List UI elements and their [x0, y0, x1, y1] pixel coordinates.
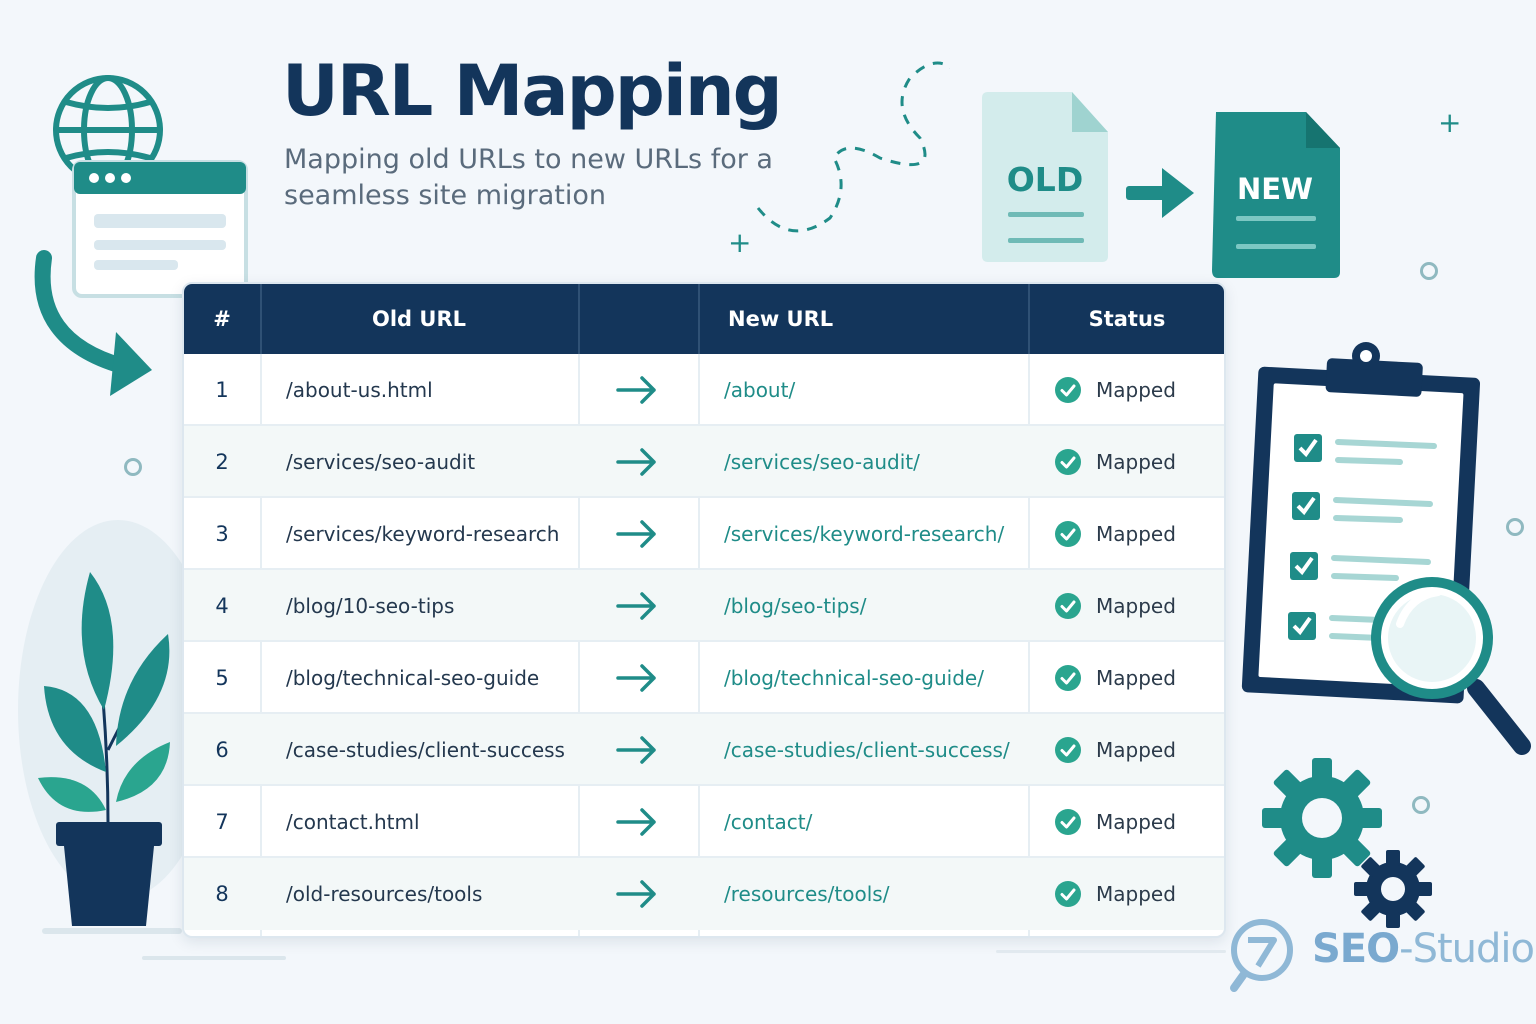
status-badge: Mapped: [1054, 426, 1224, 498]
new-document-icon: [1212, 112, 1340, 278]
arrow-right-icon: [616, 354, 658, 426]
right-arrow-icon: [1126, 168, 1194, 218]
circle-decoration: [1412, 796, 1430, 814]
table-row[interactable]: 1 /about-us.html /about/ Mapped: [184, 354, 1224, 426]
old-url: /services/seo-audit: [286, 450, 476, 474]
new-url-link[interactable]: /blog/technical-seo-guide/: [724, 666, 984, 690]
old-document-label: OLD: [1006, 160, 1084, 199]
url-mapping-table: # Old URL New URL Status 1 /about-us.htm…: [182, 282, 1226, 938]
old-document-icon: [982, 92, 1108, 262]
table-row[interactable]: 5 /blog/technical-seo-guide /blog/techni…: [184, 642, 1224, 714]
table-row[interactable]: 2 /services/seo-audit /services/seo-audi…: [184, 426, 1224, 498]
status-badge: Mapped: [1054, 642, 1224, 714]
new-url-link[interactable]: /blog/seo-tips/: [724, 594, 867, 618]
arrow-right-icon: [616, 498, 658, 570]
table-header: # Old URL New URL Status: [184, 284, 1224, 354]
status-badge: Mapped: [1054, 858, 1224, 930]
dashed-path-decoration: [756, 61, 950, 233]
table-row[interactable]: 6 /case-studies/client-success /case-stu…: [184, 714, 1224, 786]
page-subtitle: Mapping old URLs to new URLs for a seaml…: [284, 144, 773, 211]
new-url-link[interactable]: /services/keyword-research/: [724, 522, 1005, 546]
arrow-right-icon: [616, 786, 658, 858]
check-circle-icon: [1055, 809, 1081, 835]
page-title: URL Mapping: [282, 50, 783, 132]
arrow-right-icon: [616, 570, 658, 642]
table-row[interactable]: 7 /contact.html /contact/ Mapped: [184, 786, 1224, 858]
status-label: Mapped: [1096, 378, 1176, 402]
new-document-label: NEW: [1236, 172, 1314, 206]
old-url: /old-resources/tools: [286, 882, 483, 906]
status-label: Mapped: [1096, 666, 1176, 690]
ground-line: [996, 950, 1226, 953]
status-label: Mapped: [1096, 738, 1176, 762]
globe-browser-illustration: [34, 75, 248, 396]
arrow-right-icon: [616, 642, 658, 714]
row-number: 1: [215, 378, 229, 402]
brand-wordmark-part1: SEO: [1312, 926, 1400, 972]
plant-illustration: [18, 520, 208, 934]
ground-line: [142, 956, 286, 960]
new-url-link[interactable]: /services/seo-audit/: [724, 450, 920, 474]
table-row[interactable]: 8 /old-resources/tools /resources/tools/…: [184, 858, 1224, 930]
circle-decoration: [124, 458, 142, 476]
old-url: /services/keyword-research: [286, 522, 560, 546]
arrow-right-icon: [616, 858, 658, 930]
status-badge: Mapped: [1054, 570, 1224, 642]
old-url: /case-studies/client-success: [286, 738, 565, 762]
status-badge: Mapped: [1054, 786, 1224, 858]
gear-icon: [1262, 758, 1382, 878]
table-row[interactable]: 3 /services/keyword-research /services/k…: [184, 498, 1224, 570]
check-circle-icon: [1055, 881, 1081, 907]
circle-decoration: [1420, 262, 1438, 280]
arrow-right-icon: [616, 714, 658, 786]
curved-arrow-icon: [34, 250, 152, 396]
row-number: 4: [215, 594, 229, 618]
brand-logo-icon: [1230, 919, 1293, 992]
row-number: 8: [215, 882, 229, 906]
row-number: 5: [215, 666, 229, 690]
status-label: Mapped: [1096, 450, 1176, 474]
check-circle-icon: [1055, 737, 1081, 763]
column-header-new-url: New URL: [728, 307, 834, 331]
new-url-link[interactable]: /contact/: [724, 810, 813, 834]
status-label: Mapped: [1096, 810, 1176, 834]
status-badge: Mapped: [1054, 498, 1224, 570]
row-number: 2: [215, 450, 229, 474]
row-number: 6: [215, 738, 229, 762]
circle-decoration: [1506, 518, 1524, 536]
brand-wordmark: SEO-Studio: [1312, 926, 1535, 972]
check-circle-icon: [1055, 521, 1081, 547]
status-label: Mapped: [1096, 522, 1176, 546]
column-header-arrow: [578, 284, 698, 354]
plus-decoration: +: [1438, 106, 1462, 139]
arrow-right-icon: [616, 426, 658, 498]
old-url: /about-us.html: [286, 378, 433, 402]
browser-window-icon: [72, 160, 248, 298]
column-header-number: #: [213, 307, 231, 331]
status-label: Mapped: [1096, 594, 1176, 618]
plus-decoration: +: [728, 226, 752, 259]
column-header-old-url: Old URL: [372, 307, 466, 331]
gear-icon: [1354, 850, 1432, 928]
old-url: /blog/10-seo-tips: [286, 594, 455, 618]
brand-wordmark-part2: -Studio: [1399, 926, 1535, 972]
new-url-link[interactable]: /about/: [724, 378, 796, 402]
status-badge: Mapped: [1054, 354, 1224, 426]
magnifier-icon: [1371, 577, 1531, 755]
column-header-status: Status: [1088, 307, 1166, 331]
check-circle-icon: [1055, 665, 1081, 691]
new-url-link[interactable]: /resources/tools/: [724, 882, 890, 906]
row-number: 7: [215, 810, 229, 834]
checklist-clipboard-illustration: [1241, 342, 1531, 755]
status-badge: Mapped: [1054, 714, 1224, 786]
new-url-link[interactable]: /case-studies/client-success/: [724, 738, 1010, 762]
row-number: 3: [215, 522, 229, 546]
old-url: /blog/technical-seo-guide: [286, 666, 540, 690]
table-row[interactable]: 4 /blog/10-seo-tips /blog/seo-tips/ Mapp…: [184, 570, 1224, 642]
check-circle-icon: [1055, 377, 1081, 403]
old-url: /contact.html: [286, 810, 420, 834]
status-label: Mapped: [1096, 882, 1176, 906]
check-circle-icon: [1055, 449, 1081, 475]
check-circle-icon: [1055, 593, 1081, 619]
